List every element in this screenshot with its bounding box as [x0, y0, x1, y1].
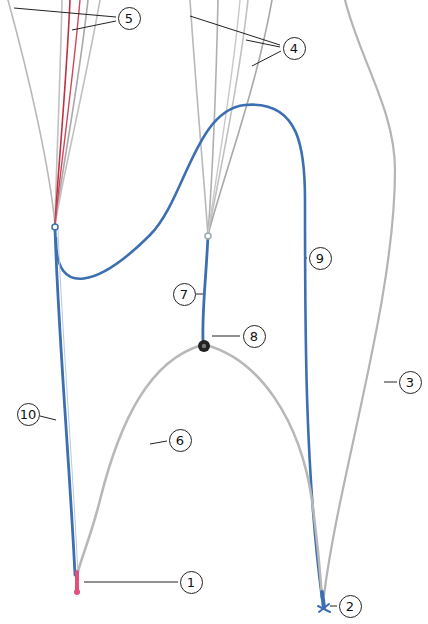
- leader-line: [196, 294, 203, 295]
- line-9: [56, 105, 322, 598]
- pulley-hub: [202, 344, 206, 348]
- link-2-end: [318, 604, 330, 612]
- leader-line: [190, 16, 280, 45]
- line: [8, 0, 55, 225]
- callout-number: 1: [180, 571, 203, 594]
- leader-line: [72, 21, 116, 30]
- leader-line: [40, 416, 56, 420]
- pulley: [198, 340, 210, 352]
- knot: [205, 233, 211, 239]
- line-6: [206, 345, 322, 596]
- callout-number: 8: [243, 325, 266, 348]
- callout-number: 3: [399, 371, 422, 394]
- leader-line: [330, 606, 337, 607]
- leader-line: [212, 336, 240, 337]
- line-10: [55, 228, 75, 575]
- leader-lines: [14, 8, 397, 606]
- leader-line: [14, 8, 116, 17]
- line: [55, 0, 88, 225]
- leader-line: [246, 40, 280, 47]
- b-lines: [190, 0, 272, 235]
- line-3: [324, 0, 395, 595]
- a-lines: [8, 0, 100, 225]
- line: [208, 0, 240, 235]
- callout-number: 6: [169, 429, 192, 452]
- link-1-end: [74, 589, 80, 595]
- callout-number: 7: [173, 283, 196, 306]
- lines: [8, 0, 395, 612]
- callout-number: 4: [283, 37, 306, 60]
- line: [55, 0, 80, 225]
- line-10-edge: [58, 230, 78, 575]
- line: [190, 0, 208, 235]
- callout-number: 5: [118, 7, 141, 30]
- knot: [52, 224, 58, 230]
- leader-line: [306, 258, 307, 259]
- link-1: [75, 572, 79, 590]
- line: [55, 0, 100, 225]
- line-6: [77, 345, 202, 576]
- callout-number: 10: [17, 403, 40, 426]
- leader-line: [150, 441, 167, 444]
- line: [208, 0, 248, 235]
- callout-number: 2: [339, 595, 362, 618]
- line-7: [203, 235, 208, 340]
- link-2: [322, 592, 324, 608]
- leader-line: [252, 51, 281, 66]
- callout-number: 9: [309, 247, 332, 270]
- leader-line: [84, 582, 178, 583]
- leader-line: [384, 382, 397, 383]
